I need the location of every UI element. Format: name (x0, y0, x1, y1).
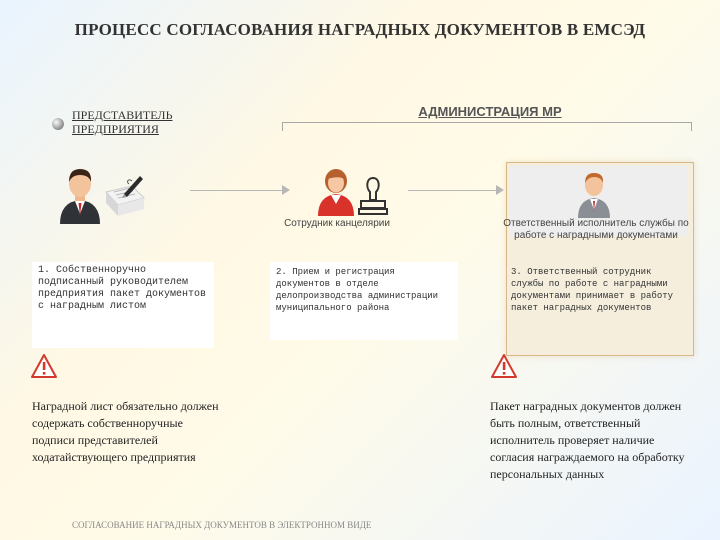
arrow-2-head (496, 185, 504, 195)
arrow-1-head (282, 185, 290, 195)
page-title: ПРОЦЕСС СОГЛАСОВАНИЯ НАГРАДНЫХ ДОКУМЕНТО… (74, 20, 646, 39)
admin-label: АДМИНИСТРАЦИЯ МР (418, 104, 562, 119)
step-3-box: 3. Ответственный сотрудник службы по раб… (511, 267, 674, 313)
warning-icon (490, 353, 518, 379)
responsible-person-icon (576, 170, 612, 218)
representative-label: ПРЕДСТАВИТЕЛЬ ПРЕДПРИЯТИЯ (72, 108, 173, 136)
bullet-icon (52, 118, 64, 130)
warning-icon (30, 353, 58, 379)
step-1-box: 1. Собственноручно подписанный руководит… (32, 262, 214, 348)
note-right: Пакет наградных документов должен быть п… (490, 399, 685, 481)
admin-bracket (282, 122, 692, 131)
step-2-box: 2. Прием и регистрация документов в отде… (270, 262, 458, 340)
stamp-icon (356, 174, 390, 218)
role-office-staff: Сотрудник канцелярии (284, 218, 390, 229)
woman-icon (316, 166, 356, 216)
note-left: Наградной лист обязательно должен содерж… (32, 399, 219, 464)
person-icon (58, 166, 102, 224)
document-signing-icon (102, 172, 146, 218)
arrow-2-line (408, 190, 496, 191)
role-responsible: Ответственный исполнитель службы по рабо… (503, 218, 689, 241)
footer-caption: СОГЛАСОВАНИЕ НАГРАДНЫХ ДОКУМЕНТОВ В ЭЛЕК… (72, 520, 372, 530)
arrow-1-line (190, 190, 282, 191)
